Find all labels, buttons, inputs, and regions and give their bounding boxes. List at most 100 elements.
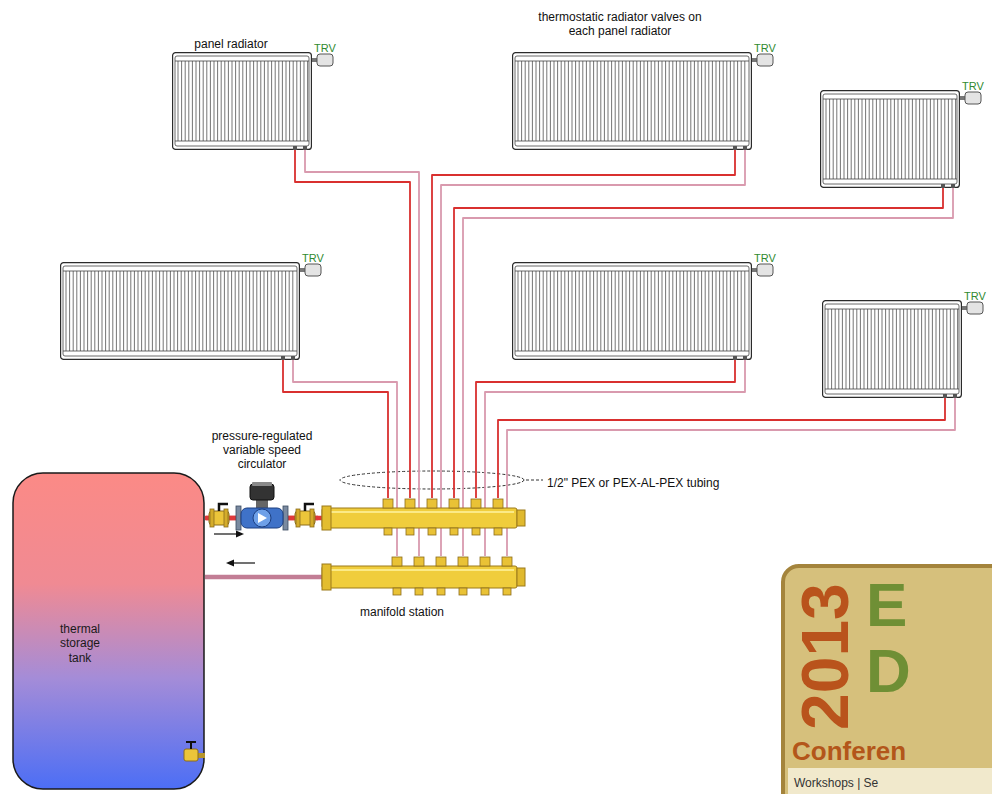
radiator-fin [120,271,121,351]
radiator-fin [102,271,103,351]
radiator-fin [127,271,128,351]
radiator-fin [835,309,836,389]
radiator-fin [159,271,160,351]
radiator-fin [528,271,529,351]
radiator-fin [925,309,926,389]
radiator-fin [112,271,113,351]
radiator-band [175,61,309,62]
pump-flange [236,506,241,530]
label-slot: 2013 [792,583,858,730]
radiator-fin [900,309,901,389]
radiator-fin [608,61,609,141]
pump-caption: pressure-regulated variable speed circul… [197,430,327,471]
manifold-valve [480,557,490,566]
radiator-fin [885,309,886,389]
radiator-fin [840,99,841,179]
radiator-frame [515,266,749,356]
supply-manifold [322,508,517,528]
manifold-union [322,506,331,530]
pump-direction [258,513,267,523]
radiator-fin [658,271,659,351]
radiator-fin [651,61,652,141]
label-slot: E [866,574,907,636]
radiator-fin [232,61,233,141]
panel-radiator-shape [512,52,752,150]
radiator-fin [582,61,583,141]
radiator-fin [669,61,670,141]
radiator-fin [188,61,189,141]
radiator-fin [647,61,648,141]
pipe-fitting [303,146,307,150]
radiator-fin [847,99,848,179]
radiator-fin [568,271,569,351]
radiator-fin [73,271,74,351]
radiator-fin [636,271,637,351]
text-slot: pressure-regulated variable speed circul… [197,430,327,472]
manifold-fitting [393,588,401,595]
radiator-fin [267,271,268,351]
logo-frame [783,566,992,794]
radiator-fin [712,61,713,141]
radiator-fin [737,61,738,141]
radiator-fin [210,271,211,351]
radiator-band [63,351,297,352]
radiator-fin [554,271,555,351]
radiator-fin [575,61,576,141]
radiator-fin [116,271,117,351]
radiator-fin [98,271,99,351]
radiator-fin [518,61,519,141]
radiator-fin [741,271,742,351]
manifold-valve [471,499,481,508]
radiator-fin [217,61,218,141]
radiator-fin [561,61,562,141]
radiator-fin [874,309,875,389]
radiator-band [515,61,749,62]
leader-line [526,480,543,481]
radiator-fin [939,309,940,389]
text-slot: TRV [754,38,776,56]
radiator-body [823,301,962,398]
pipe-fitting [733,146,737,150]
radiator-fin [701,61,702,141]
radiator-fin [76,271,77,351]
pump-control [252,482,272,486]
panel-radiator: TRV [60,262,300,360]
radiator-fin [676,271,677,351]
pipe-fitting [951,184,955,188]
pipe-fitting [733,356,737,360]
radiator-fin [185,61,186,141]
return-tube [293,360,397,498]
radiator-fin [865,99,866,179]
radiator-fin [705,61,706,141]
radiator-fin [723,61,724,141]
radiator-band [175,141,309,142]
radiator-fin [618,61,619,141]
radiator-fin [206,271,207,351]
radiator-fin [698,271,699,351]
ball-valve-handle [219,504,228,511]
radiator-fin [912,99,913,179]
radiator-fin [109,271,110,351]
radiator-fin [851,99,852,179]
radiator-fin [554,61,555,141]
radiator-fin [148,271,149,351]
manifold-valve [392,557,402,566]
radiator-body [513,263,752,360]
radiator-fin [532,271,533,351]
radiator-fin [716,61,717,141]
radiator-fin [561,271,562,351]
radiator-fin [950,309,951,389]
radiator-band [515,271,749,272]
trv-label: TRV [962,80,984,93]
radiator-fin [105,271,106,351]
storage-tank-shape [12,472,205,790]
radiator-fin [954,309,955,389]
text-slot: TRV [754,248,776,266]
radiator-fin [221,61,222,141]
radiator-fin [192,61,193,141]
radiator-fin [271,61,272,141]
radiator-fin [892,309,893,389]
text-slot: thermostatic radiator valves on each pan… [535,10,705,39]
radiator-fin [224,61,225,141]
